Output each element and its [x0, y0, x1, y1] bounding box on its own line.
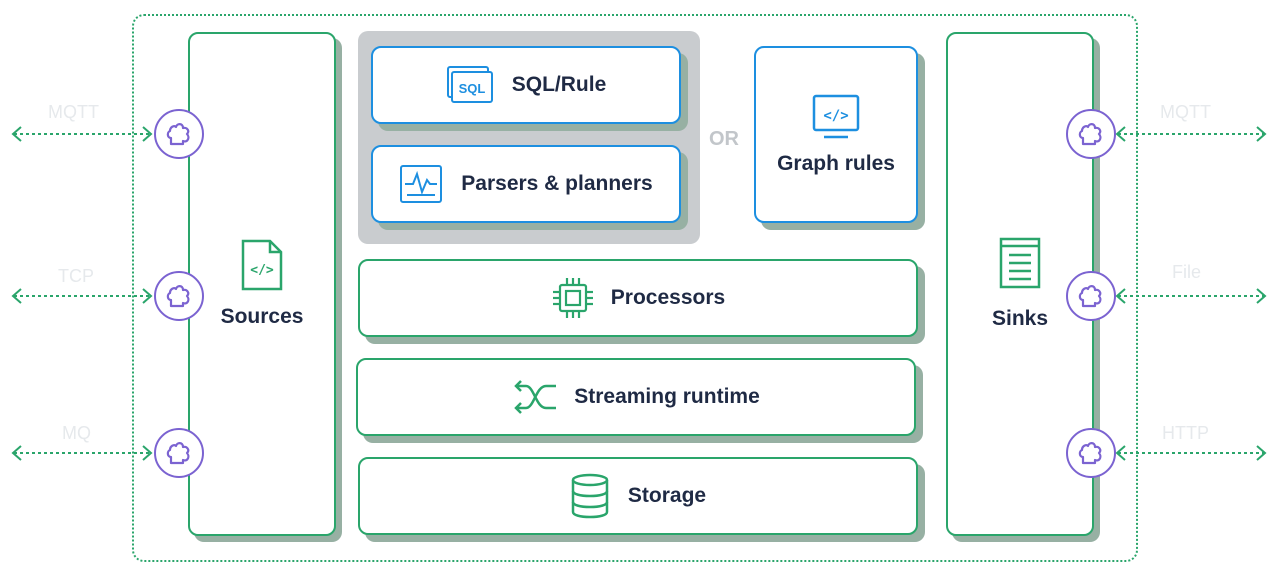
code-monitor-icon: </>	[812, 94, 860, 140]
graph-rules-box: </> Graph rules	[754, 46, 918, 223]
storage-label: Storage	[627, 484, 707, 507]
source-connector-tcp	[154, 271, 204, 321]
or-label: OR	[709, 128, 739, 150]
parsers-label: Parsers & planners	[461, 172, 653, 195]
input-label-mqtt: MQTT	[48, 102, 99, 122]
sql-icon: SQL	[446, 65, 494, 105]
plugin-icon	[166, 123, 190, 146]
chip-icon	[551, 276, 595, 320]
processors-label: Processors	[610, 286, 726, 309]
svg-text:</>: </>	[250, 263, 274, 278]
plugin-icon	[1078, 442, 1102, 465]
output-label-file: File	[1172, 262, 1202, 282]
plugin-icon	[1078, 123, 1102, 146]
sink-connector-file	[1066, 271, 1116, 321]
plugin-icon	[166, 442, 190, 465]
output-label-http: HTTP	[1162, 423, 1209, 443]
streaming-runtime-label: Streaming runtime	[574, 385, 760, 408]
source-connector-mqtt	[154, 109, 204, 159]
system-boundary	[132, 14, 1138, 562]
input-label-mq: MQ	[62, 423, 91, 443]
source-connector-mq	[154, 428, 204, 478]
sql-rule-label: SQL/Rule	[511, 73, 607, 96]
shuffle-icon	[512, 380, 560, 414]
sink-connector-http	[1066, 428, 1116, 478]
sources-box: </> Sources	[188, 32, 336, 536]
document-lines-icon	[998, 237, 1042, 289]
graph-rules-label: Graph rules	[777, 151, 895, 175]
parsers-box: Parsers & planners	[371, 145, 681, 223]
plugin-icon	[1078, 285, 1102, 308]
storage-box: Storage	[358, 457, 918, 535]
svg-text:</>: </>	[823, 108, 848, 124]
streaming-runtime-box: Streaming runtime	[356, 358, 916, 436]
plugin-icon	[166, 285, 190, 308]
sql-rule-box: SQL SQL/Rule	[371, 46, 681, 124]
sources-label: Sources	[220, 305, 304, 328]
database-icon	[570, 473, 610, 519]
input-label-tcp: TCP	[58, 266, 94, 286]
sinks-label: Sinks	[991, 307, 1049, 330]
code-file-icon: </>	[240, 239, 284, 291]
sql-icon-text: SQL	[458, 81, 485, 96]
processors-box: Processors	[358, 259, 918, 337]
sink-connector-mqtt	[1066, 109, 1116, 159]
waveform-icon	[399, 164, 443, 204]
output-label-mqtt: MQTT	[1160, 102, 1211, 122]
